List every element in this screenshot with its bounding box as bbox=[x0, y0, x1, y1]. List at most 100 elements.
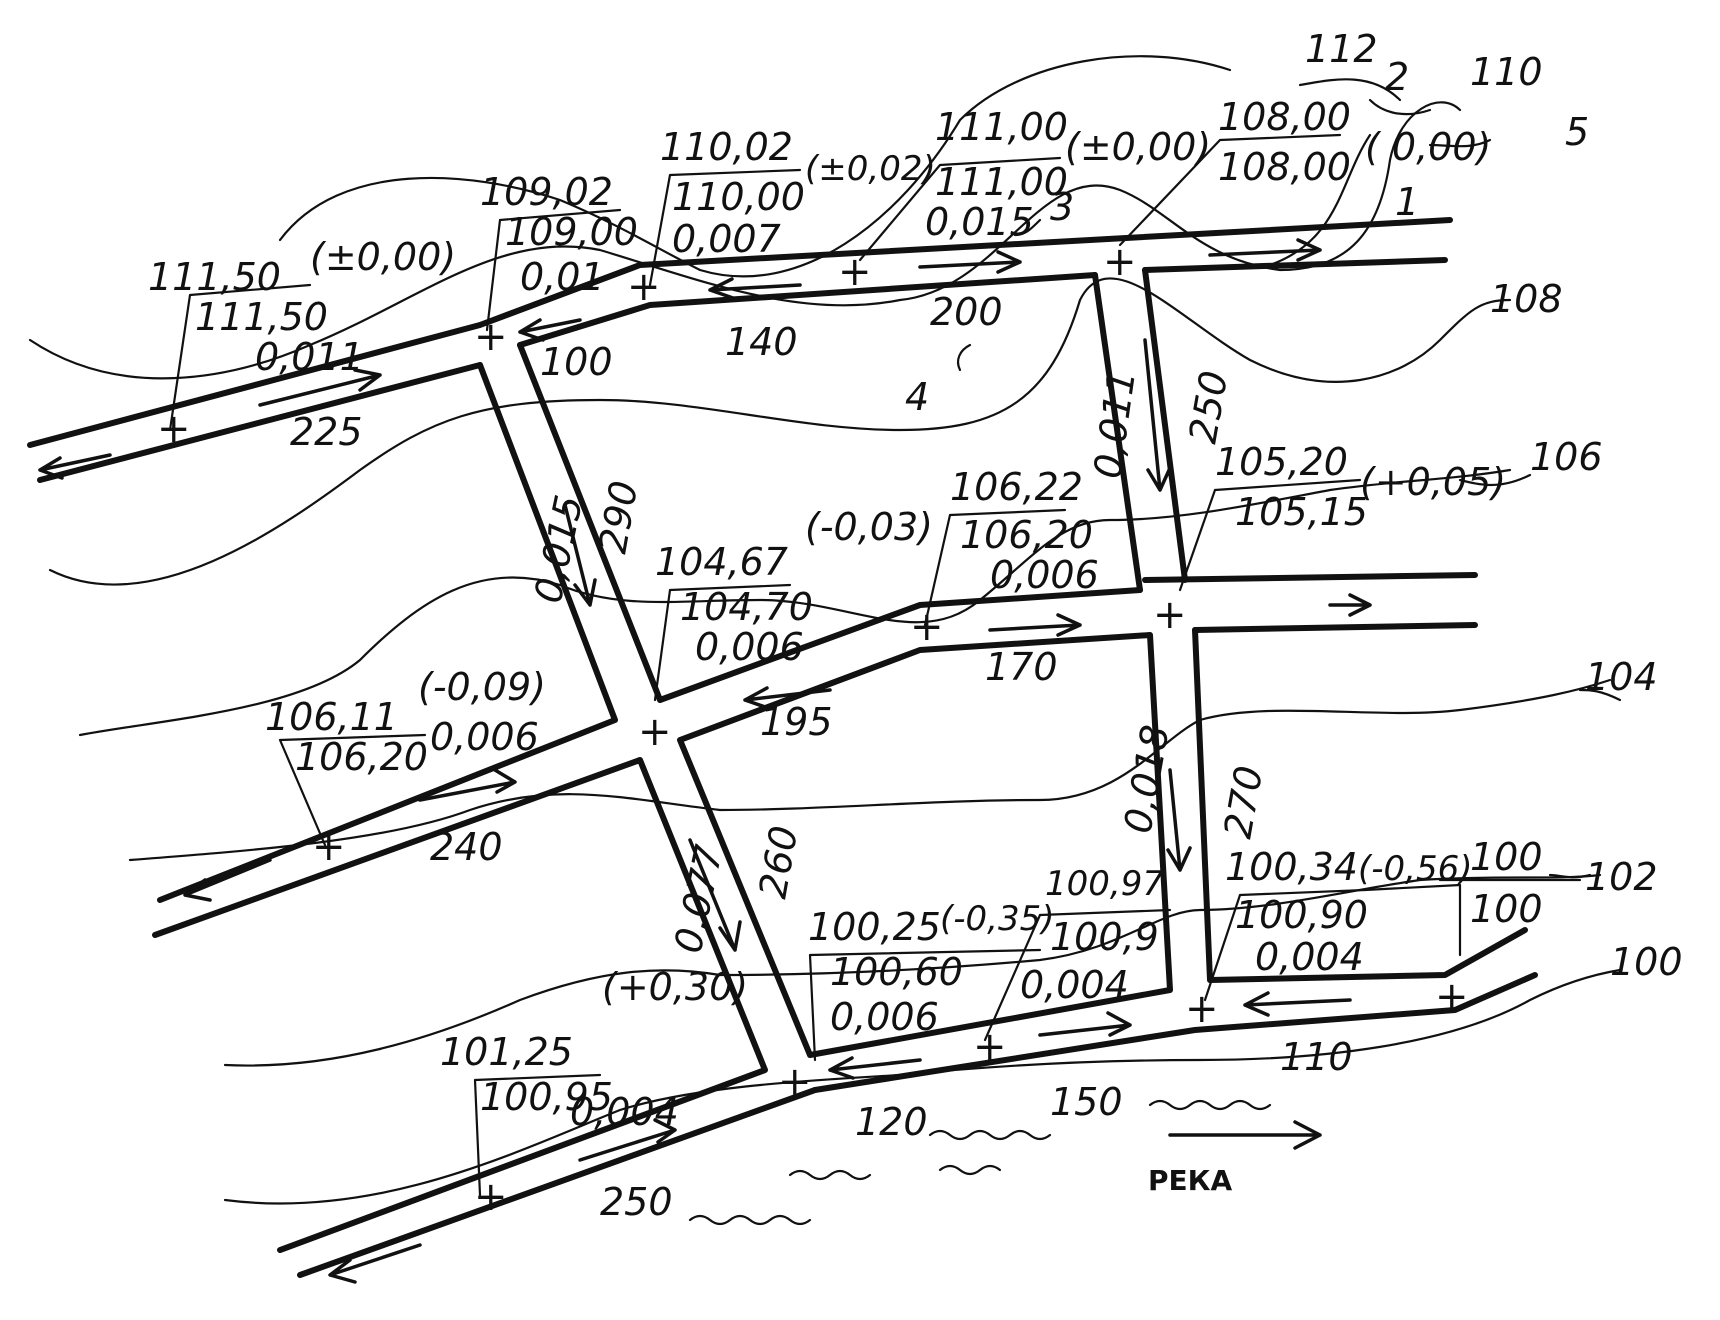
fraction-bar bbox=[168, 283, 312, 432]
flow-arrow bbox=[418, 768, 517, 802]
elevation-diff: (+0,30) bbox=[602, 965, 748, 1009]
wave bbox=[788, 1169, 872, 1181]
length-label: 200 bbox=[930, 290, 1003, 334]
flow-arrow bbox=[1038, 1011, 1132, 1037]
point-marker: + bbox=[312, 824, 346, 870]
point-marker: + bbox=[1435, 974, 1469, 1020]
flow-arrow bbox=[518, 318, 582, 342]
length-label: 170 bbox=[985, 645, 1058, 689]
street-right-west-edge bbox=[1092, 272, 1143, 593]
contour-leader bbox=[1458, 473, 1532, 487]
contour-label: 102 bbox=[1585, 855, 1658, 899]
fraction-bar bbox=[858, 156, 1062, 262]
point-marker: + bbox=[910, 604, 944, 650]
fraction-bar bbox=[1363, 878, 1582, 957]
street-lower-east-edge-2 bbox=[297, 1087, 818, 1278]
flow-arrow bbox=[38, 453, 112, 480]
wave bbox=[938, 1164, 1002, 1176]
point-marker: + bbox=[973, 1024, 1007, 1070]
street-left-west-edge bbox=[157, 362, 618, 903]
flow-arrow bbox=[918, 250, 1022, 274]
elevation-diff: (±0,00) bbox=[1065, 125, 1211, 169]
point-marker: + bbox=[638, 709, 672, 755]
street-right-lower-west bbox=[677, 632, 1173, 1058]
length-label: 290 bbox=[591, 477, 647, 556]
elevation-black: 101,25 bbox=[440, 1030, 573, 1074]
elevation-red: 104,70 bbox=[680, 585, 813, 629]
elevation-black: 109,02 bbox=[480, 170, 613, 214]
contour-label: 100 bbox=[1610, 940, 1683, 984]
wave bbox=[1148, 1099, 1272, 1111]
street-top-north-edge bbox=[27, 217, 1453, 448]
elevation-black: 111,50 bbox=[148, 255, 281, 299]
length-label: 150 bbox=[1050, 1080, 1123, 1124]
length-label: 195 bbox=[760, 700, 833, 744]
point-marker: + bbox=[1153, 592, 1187, 638]
contour-lines bbox=[28, 55, 1622, 1205]
elevation-red: 109,00 bbox=[505, 210, 638, 254]
contour-leader bbox=[1548, 873, 1592, 879]
callout-leader bbox=[1013, 218, 1042, 237]
flow-arrow bbox=[563, 503, 597, 607]
fraction-bar bbox=[983, 908, 1172, 1042]
elevation-black: 108,00 bbox=[1218, 95, 1351, 139]
wave bbox=[928, 1129, 1052, 1141]
callout-leader bbox=[956, 343, 972, 372]
slope-label: 0,077 bbox=[666, 841, 732, 957]
street-lengths: 225 100 140 200 250 290 170 195 240 260 … bbox=[290, 290, 1353, 1224]
callout-5: 5 bbox=[1565, 110, 1589, 154]
elevation-diff: (±0,02) bbox=[805, 149, 936, 189]
elevation-red: 100,90 bbox=[1235, 893, 1368, 937]
flow-arrow bbox=[258, 368, 382, 407]
contour-112 bbox=[278, 55, 1232, 278]
river-flow-arrow bbox=[1168, 1120, 1322, 1150]
flow-arrow bbox=[688, 838, 742, 952]
slope-value: 0,006 bbox=[830, 995, 939, 1039]
elevation-black: 106,22 bbox=[950, 465, 1083, 509]
flow-arrow bbox=[1143, 338, 1172, 492]
callout-4: 4 bbox=[905, 375, 929, 419]
length-label: 100 bbox=[540, 340, 613, 384]
fraction-bar bbox=[808, 948, 1042, 1062]
elevation-red: 100,9 bbox=[1050, 915, 1159, 959]
contour-leader bbox=[1368, 98, 1432, 116]
flow-arrow bbox=[988, 613, 1082, 637]
street-right-lower-east bbox=[1192, 627, 1528, 983]
elevation-black: 100,97 bbox=[1045, 864, 1164, 904]
point-marker: + bbox=[157, 406, 191, 452]
length-label: 250 bbox=[600, 1180, 673, 1224]
flow-arrow bbox=[828, 1056, 922, 1080]
contour-106 bbox=[78, 468, 1512, 737]
callout-numbers: 1 2 3 4 5 bbox=[905, 55, 1589, 419]
elevation-red: 111,00 bbox=[935, 160, 1068, 204]
elevation-diff: (-0,09) bbox=[418, 665, 546, 709]
contour-label: 108 bbox=[1490, 277, 1563, 321]
street-network bbox=[27, 217, 1538, 1278]
flow-arrow bbox=[1243, 991, 1352, 1017]
elevation-diff: (+0,05) bbox=[1360, 460, 1506, 504]
point-marker: + bbox=[474, 1174, 508, 1220]
callout-2: 2 bbox=[1385, 55, 1409, 99]
elevation-diff: (-0,35) bbox=[940, 899, 1055, 939]
flow-arrow bbox=[708, 277, 802, 300]
flow-arrows bbox=[38, 238, 1372, 1284]
street-top-south-edge-2 bbox=[517, 272, 1098, 348]
point-marker: + bbox=[778, 1059, 812, 1105]
length-label: 120 bbox=[855, 1100, 928, 1144]
contour-label: 104 bbox=[1585, 655, 1658, 699]
elevation-diff: ( 0,00) bbox=[1365, 125, 1491, 169]
slope-value: 0,004 bbox=[1020, 963, 1129, 1007]
callout-leader bbox=[1268, 133, 1372, 267]
leader-lines bbox=[168, 78, 1622, 1197]
length-label: 240 bbox=[430, 825, 503, 869]
elevation-black: 104,67 bbox=[655, 540, 788, 584]
fraction-bar bbox=[1118, 133, 1342, 247]
elevation-red: 100 bbox=[1470, 887, 1543, 931]
elevation-black: 106,11 bbox=[265, 695, 398, 739]
slope-value: 0,01 bbox=[520, 255, 605, 299]
elevation-red: 106,20 bbox=[960, 513, 1093, 557]
elevation-red: 100,95 bbox=[480, 1075, 613, 1119]
fraction-bar bbox=[923, 508, 1067, 627]
slope-value: 0,004 bbox=[570, 1090, 679, 1134]
